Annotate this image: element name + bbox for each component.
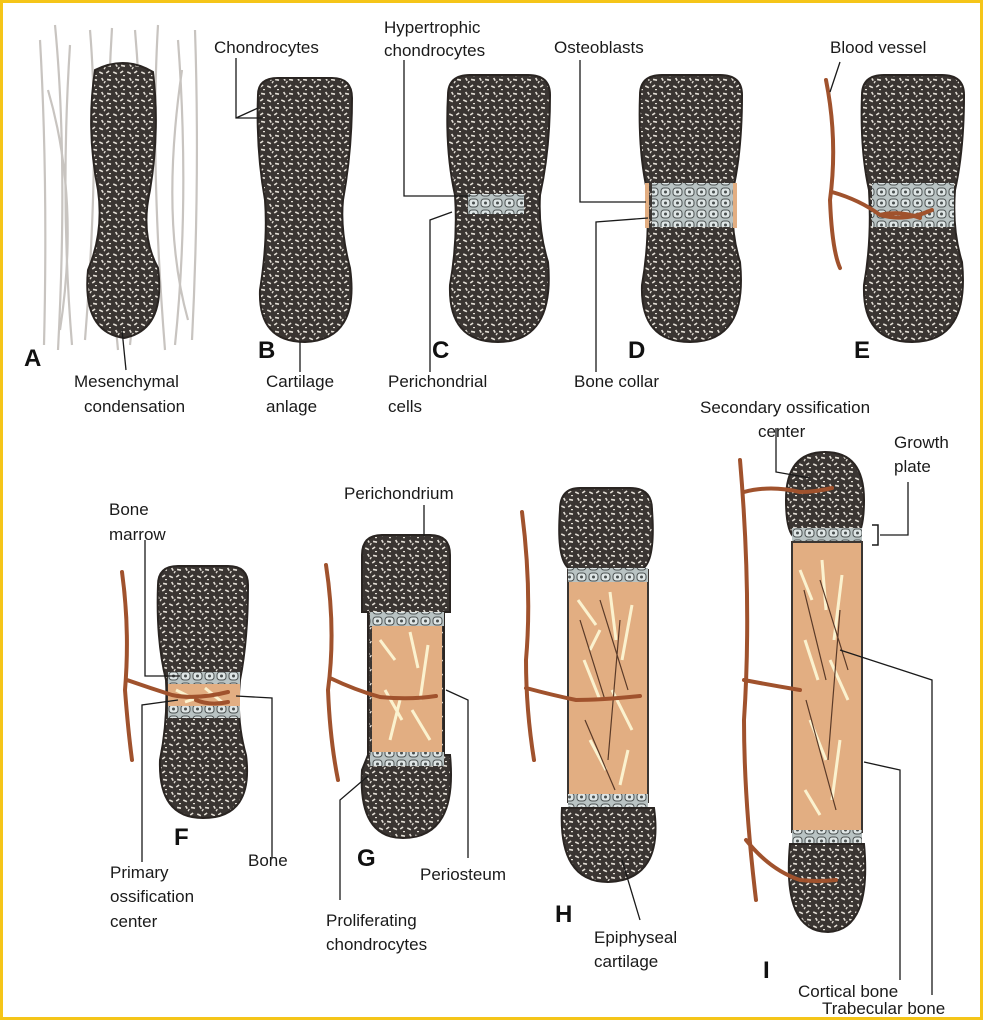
label-chondrocytes: Chondrocytes [214,38,319,57]
label-bone-collar: Bone collar [574,372,659,391]
panel-letter-b: B [258,337,275,364]
label-primary-ossification: ossification [110,887,194,906]
growth-zone-g-top [370,612,444,626]
label-perichondrium: Perichondrium [344,484,454,503]
mesenchymal-condensation-shape [87,63,159,338]
hypertrophic-zone-e [872,183,954,227]
cartilage-anlage-shape [258,78,352,342]
panel-letter-d: D [628,337,645,364]
growth-plate-i-bottom [792,830,862,844]
label-perichondrial-cells: cells [388,397,422,416]
growth-zone-h-bottom [568,794,648,808]
panel-letter-h: H [555,901,572,928]
panel-b [258,78,352,342]
label-proliferating: Proliferating [326,911,417,930]
label-proliferating-chondrocytes: chondrocytes [326,935,427,954]
panel-a [40,25,197,350]
growth-plate-bracket [872,525,878,545]
label-growth: Growth [894,433,949,452]
label-hypertrophic-chondrocytes: chondrocytes [384,41,485,60]
panel-e [826,75,964,342]
label-hypertrophic: Hypertrophic [384,18,481,37]
panel-letter-c: C [432,337,449,364]
growth-plate-i-top [792,528,862,542]
hypertrophic-zone-d [652,183,734,227]
panel-g [326,535,451,838]
label-cartilage: Cartilage [266,372,334,391]
panel-c [447,75,550,342]
label-bone-marrow-1: Bone [109,500,149,519]
panel-i [740,452,878,932]
label-condensation: condensation [84,397,185,416]
label-anlage: anlage [266,397,317,416]
panel-letter-f: F [174,824,189,851]
label-secondary-ossification: Secondary ossification [700,398,870,417]
label-epiphyseal: Epiphyseal [594,928,677,947]
shaft-bone-i [792,542,862,832]
hypertrophic-zone-c [468,194,524,214]
label-growth-plate: plate [894,457,931,476]
epiphysis-i-top [786,452,864,538]
label-blood-vessel: Blood vessel [830,38,926,57]
epiphysis-h-top [559,488,653,570]
epiphysis-h-bottom [562,808,656,882]
epiphysis-i-bottom [789,844,865,932]
panel-d [640,75,742,342]
label-primary: Primary [110,863,169,882]
label-periosteum: Periosteum [420,865,506,884]
label-bone-f: Bone [248,851,288,870]
label-secondary-center: center [758,422,806,441]
label-osteoblasts: Osteoblasts [554,38,644,57]
panel-letter-e: E [854,337,870,364]
panel-f [122,566,248,818]
panel-letter-a: A [24,345,41,372]
label-primary-center: center [110,912,158,931]
label-trabecular-bone: Trabecular bone [822,999,945,1018]
panel-h [522,488,656,882]
panel-letter-g: G [357,845,376,872]
panel-letter-i: I [763,957,770,984]
growth-zone-g-bottom [370,752,444,766]
label-epiphyseal-cartilage: cartilage [594,952,658,971]
label-bone-marrow-2: marrow [109,525,166,544]
label-perichondrial: Perichondrial [388,372,487,391]
growth-zone-h-top [568,568,648,582]
label-mesenchymal: Mesenchymal [74,372,179,391]
